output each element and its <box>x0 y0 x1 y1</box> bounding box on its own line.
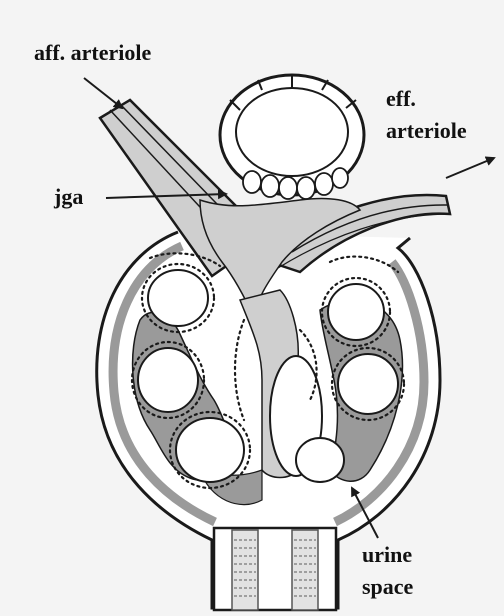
capillary-loop <box>176 418 244 482</box>
label-urine-space-line1: urine <box>362 542 412 567</box>
proximal-tubule <box>214 528 336 610</box>
capillary-loop <box>328 284 384 340</box>
capillary-loop <box>148 270 208 326</box>
label-aff-arteriole: aff. arteriole <box>34 40 151 65</box>
capillary-loop <box>296 438 344 482</box>
label-urine-space-line2: space <box>362 574 414 599</box>
label-eff-arteriole-line2: arteriole <box>386 118 467 143</box>
label-jga: jga <box>53 184 83 209</box>
label-eff-arteriole-line1: eff. <box>386 86 416 111</box>
capillary-loop <box>138 348 198 412</box>
capillary-loop <box>338 354 398 414</box>
